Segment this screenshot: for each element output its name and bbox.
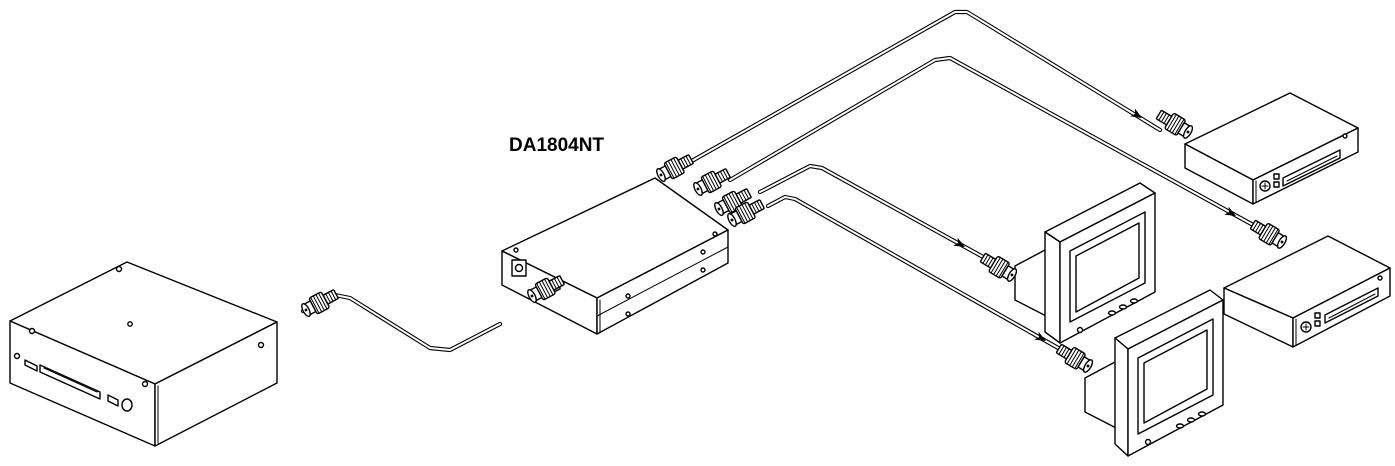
- recorder-2: [1223, 235, 1391, 348]
- bnc-connector-icon: [1053, 340, 1096, 376]
- bnc-connector-icon: [1153, 106, 1196, 142]
- bnc-connector-icon: [653, 150, 696, 186]
- distribution-amplifier: [501, 177, 729, 335]
- cable-input: [300, 292, 503, 353]
- bnc-connector-icon: [298, 285, 341, 321]
- bnc-connector-icon: [1247, 216, 1290, 252]
- bnc-connector-icon: [977, 249, 1020, 285]
- cable-output-3: [757, 163, 988, 261]
- bnc-connector-icon: [690, 164, 733, 200]
- source-player: [9, 261, 278, 447]
- monitor-2: [1084, 289, 1224, 457]
- recorder-1: [1184, 92, 1359, 205]
- monitor-1: [1014, 182, 1156, 344]
- cable-output-4: [765, 194, 1063, 352]
- cable-output-2: [727, 55, 1258, 229]
- cable-output-1: [687, 9, 1163, 165]
- device-title: DA1804NT: [509, 135, 604, 156]
